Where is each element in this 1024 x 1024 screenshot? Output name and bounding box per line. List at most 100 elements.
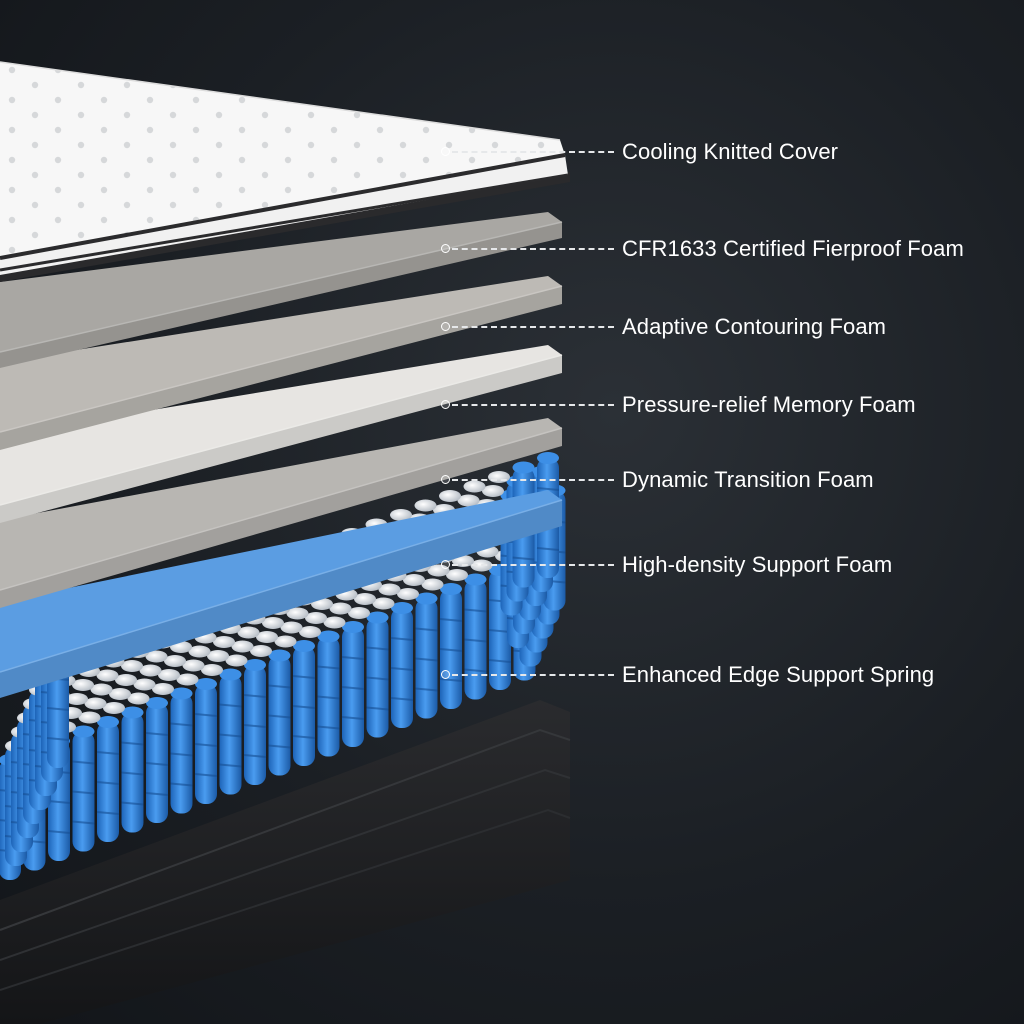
coil-spring: [286, 607, 309, 620]
leader-line: [452, 248, 614, 250]
coil-spring: [299, 626, 321, 638]
leader-line: [452, 326, 614, 328]
coil-spring: [457, 494, 480, 507]
coil-spring: [421, 578, 444, 591]
marker-dot-icon: [441, 147, 450, 156]
contouring-foam-layer: [0, 276, 563, 450]
layer-label: High-density Support Foam: [622, 552, 893, 577]
coil-spring: [415, 592, 438, 719]
coil-spring: [439, 583, 463, 709]
coil-spring: [66, 693, 88, 705]
marker-dot-icon: [441, 244, 450, 253]
coil-spring: [158, 669, 180, 681]
coil-spring: [329, 602, 352, 615]
coil-spring: [390, 509, 412, 521]
coil-spring: [341, 621, 365, 747]
coil-spring: [268, 649, 291, 776]
coil-spring: [366, 611, 389, 738]
coil-spring: [72, 725, 95, 852]
fireproof-foam-layer: [0, 212, 563, 368]
marker-dot-icon: [441, 322, 450, 331]
layer-label: CFR1633 Certified Fierproof Foam: [622, 236, 964, 261]
callout-dynamic-transition-foam: Dynamic Transition Foam: [0, 465, 1024, 495]
coil-spring: [103, 702, 125, 714]
coil-spring: [439, 490, 461, 502]
callout-high-density-support-foam: High-density Support Foam: [0, 550, 1024, 580]
callout-pressure-relief-memory-foam: Pressure-relief Memory Foam: [0, 390, 1024, 420]
coil-spring: [403, 574, 425, 586]
layer-label: Enhanced Edge Support Spring: [622, 662, 935, 687]
coil-spring: [170, 687, 193, 814]
coil-spring: [464, 573, 487, 700]
coil-spring: [280, 621, 303, 634]
coil-spring: [188, 645, 211, 658]
leader-line: [452, 404, 614, 406]
coil-spring: [256, 631, 278, 643]
coil-spring: [72, 679, 94, 691]
coil-spring: [96, 716, 120, 842]
coil-spring: [348, 607, 370, 619]
coil-spring: [145, 697, 169, 823]
coil-spring: [317, 630, 340, 757]
coil-spring: [482, 485, 504, 497]
coil-spring: [305, 612, 327, 624]
callout-fireproof-foam: CFR1633 Certified Fierproof Foam: [0, 234, 1024, 264]
coil-spring: [194, 678, 218, 804]
layer-label: Cooling Knitted Cover: [622, 139, 839, 164]
coil-spring: [243, 659, 267, 785]
coil-spring: [133, 678, 156, 691]
callout-enhanced-edge-support-spring: Enhanced Edge Support Spring: [0, 660, 1024, 690]
coil-spring: [292, 640, 316, 766]
marker-dot-icon: [441, 475, 450, 484]
coil-spring: [96, 669, 119, 682]
coil-spring: [109, 688, 131, 700]
coil-spring: [152, 683, 174, 695]
layer-label: Pressure-relief Memory Foam: [622, 392, 916, 417]
coil-spring: [213, 636, 235, 648]
layer-label: Dynamic Transition Foam: [622, 467, 874, 492]
coil-spring: [115, 674, 137, 686]
coil-spring: [390, 602, 414, 728]
coil-spring: [323, 616, 346, 629]
marker-dot-icon: [441, 400, 450, 409]
coil-spring: [182, 659, 205, 672]
coil-spring: [78, 711, 101, 724]
coil-spring: [145, 650, 168, 663]
coil-spring: [219, 668, 242, 795]
coil-spring: [250, 645, 272, 657]
leader-line: [452, 151, 614, 153]
support-foam-layer: [0, 490, 563, 698]
coil-spring: [274, 635, 297, 648]
layer-label: Adaptive Contouring Foam: [622, 314, 887, 339]
coil-spring: [354, 593, 376, 605]
coil-spring: [90, 683, 113, 696]
coil-spring: [201, 664, 223, 676]
coil-spring: [262, 617, 284, 629]
coil-spring: [164, 655, 186, 667]
coil-spring: [176, 673, 199, 686]
coil-spring: [127, 692, 150, 705]
foam-layers: [0, 212, 563, 698]
leader-line: [452, 564, 614, 566]
coil-spring: [237, 626, 260, 639]
coil-spring: [225, 654, 248, 667]
coil-spring: [231, 640, 254, 653]
knitted-cover-layer: [0, 61, 570, 282]
coil-spring: [121, 660, 143, 672]
coil-spring: [207, 650, 229, 662]
coil-spring: [446, 569, 468, 581]
coil-spring: [463, 480, 486, 493]
callout-cooling-knitted-cover: Cooling Knitted Cover: [0, 137, 1024, 167]
leader-line: [452, 479, 614, 481]
coil-spring: [378, 583, 401, 596]
coil-spring: [139, 664, 162, 677]
marker-dot-icon: [441, 560, 450, 569]
coil-spring: [414, 499, 437, 512]
marker-dot-icon: [441, 670, 450, 679]
memory-foam-layer: [0, 345, 563, 523]
coil-spring: [121, 706, 144, 833]
transition-foam-layer: [0, 418, 563, 608]
leader-line: [452, 674, 614, 676]
coil-spring: [84, 697, 107, 710]
